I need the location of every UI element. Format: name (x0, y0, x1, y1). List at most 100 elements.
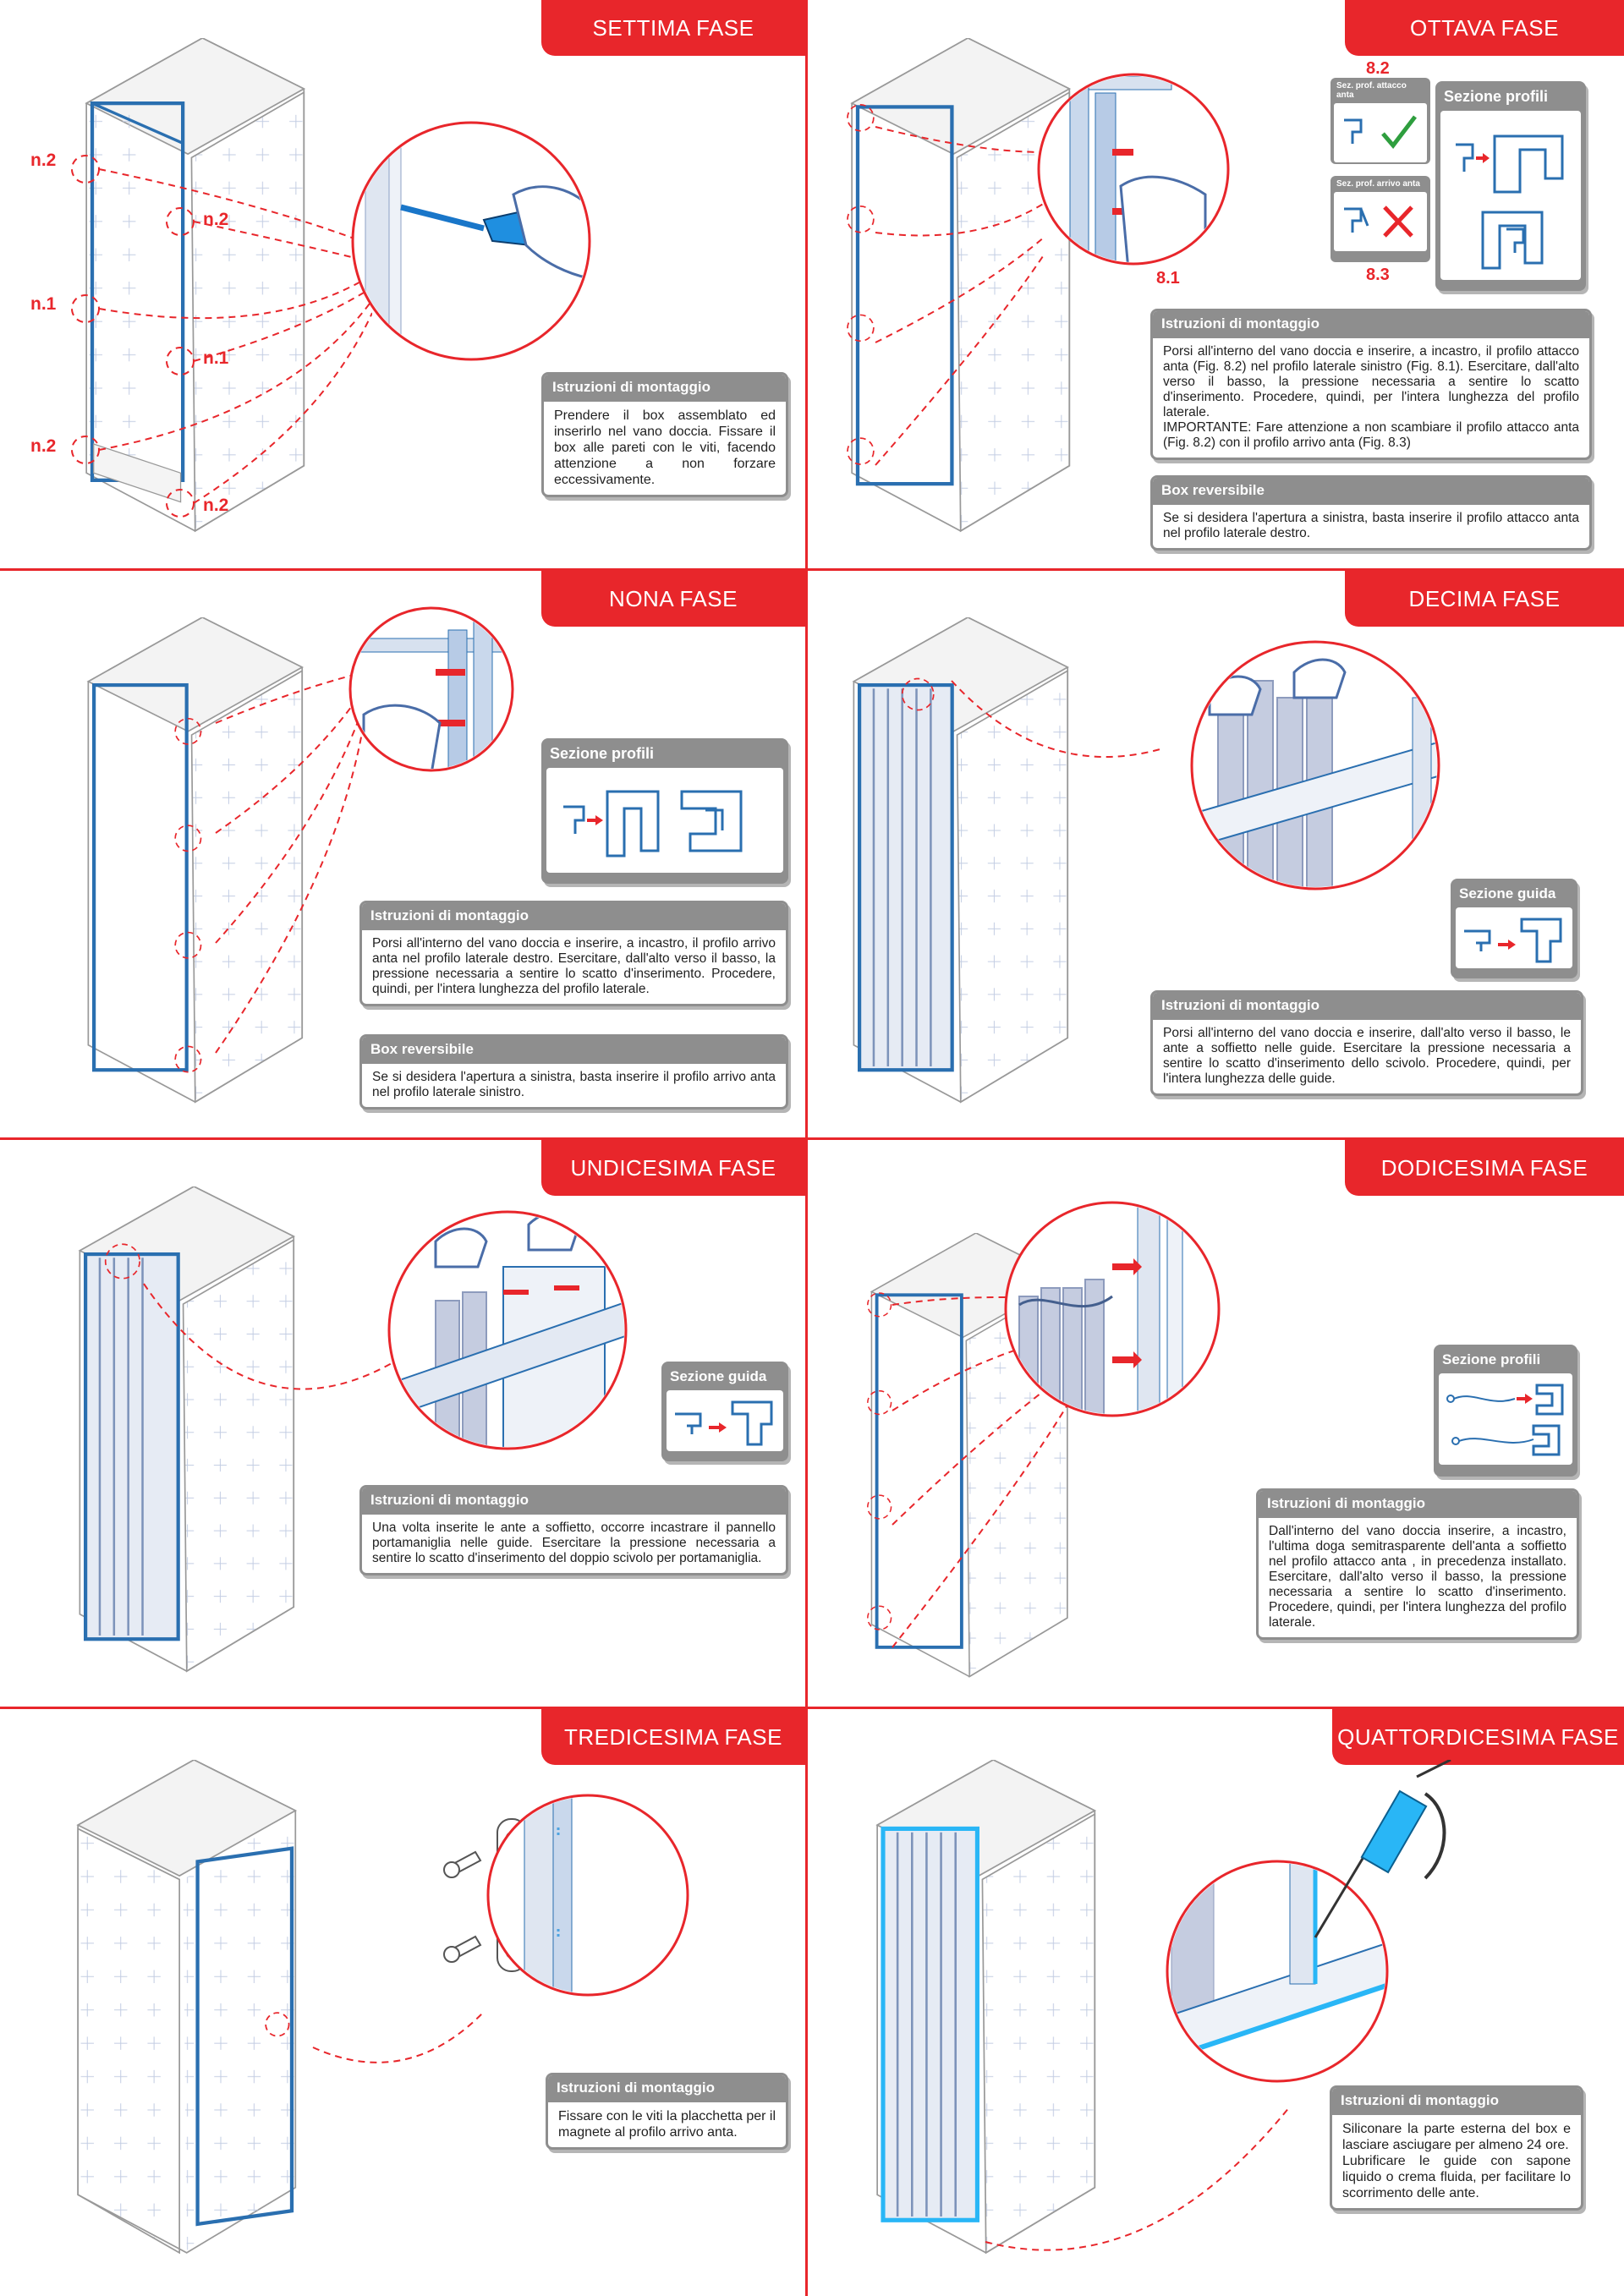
section-title: Sezione profili (1444, 88, 1549, 105)
card-image (1334, 192, 1427, 251)
panel-tredicesima-fase: TREDICESIMA FASE Istruzioni di montaggio… (0, 1709, 805, 2296)
panel-settima-fase: SETTIMA FASE n.2 n.2 n.1 n.1 n.2 n.2 (0, 0, 805, 568)
instructions-box: Istruzioni di montaggio Porsi all'intern… (359, 901, 788, 1006)
instructions-title: Istruzioni di montaggio (362, 1488, 786, 1515)
shower-box-illustration (76, 1760, 298, 2255)
card-label: Sez. prof. arrivo anta (1336, 179, 1420, 189)
reversible-text: Se si desidera l'apertura a sinistra, ba… (1163, 511, 1579, 540)
phase-title: DECIMA FASE (1345, 571, 1624, 627)
horizontal-divider (0, 1137, 1624, 1140)
instructions-text: Dall'interno del vano doccia inserire, a… (1269, 1524, 1566, 1630)
panel-undicesima-fase: UNDICESIMA FASE Sezione guida (0, 1140, 805, 1708)
panel-decima-fase: DECIMA FASE Sezione guida (808, 571, 1624, 1139)
phase-title: DODICESIMA FASE (1345, 1140, 1624, 1196)
panel-dodicesima-fase: DODICESIMA FASE (808, 1140, 1624, 1708)
section-guide: Sezione guida (1451, 879, 1577, 978)
panel-ottava-fase: OTTAVA FASE 8.1 8.2 Sez. prof. attacco a… (808, 0, 1624, 568)
section-diagram (1456, 907, 1572, 968)
section-title: Sezione profili (1442, 1351, 1541, 1367)
instructions-title: Istruzioni di montaggio (548, 2075, 786, 2102)
panel-quattordicesima-fase: QUATTORDICESIMA FASE Istruzioni (808, 1709, 1624, 2296)
horizontal-divider (0, 568, 1624, 571)
zoom-detail-silicone (1166, 1860, 1389, 2083)
instructions-text: Una volta inserite le ante a soffietto, … (372, 1521, 776, 1565)
phase-title: SETTIMA FASE (541, 0, 805, 56)
section-diagram (1439, 1373, 1572, 1465)
phase-title: OTTAVA FASE (1345, 0, 1624, 56)
zoom-detail-screwdriver (351, 121, 591, 361)
screw-label: n.2 (30, 151, 57, 170)
zoom-detail-magnet (486, 1794, 689, 1997)
phase-title: TREDICESIMA FASE (541, 1709, 805, 1765)
zoom-detail-profile (1004, 1201, 1221, 1417)
zoom-detail-profile (1037, 73, 1230, 266)
shower-box-illustration (875, 1760, 1097, 2255)
instructions-box: Istruzioni di montaggio Una volta inseri… (359, 1485, 788, 1575)
instructions-title: Istruzioni di montaggio (1259, 1491, 1577, 1518)
phase-title: UNDICESIMA FASE (541, 1140, 805, 1196)
zoom-detail-profile (348, 606, 514, 772)
phase-title: QUATTORDICESIMA FASE (1332, 1709, 1624, 1765)
callout-lines (875, 126, 1045, 466)
section-guide: Sezione guida (661, 1362, 788, 1461)
horizontal-divider (0, 1707, 1624, 1709)
instructions-text: Fissare con le viti la placchetta per il… (558, 2109, 776, 2140)
callout-lines (215, 671, 365, 1054)
section-profiles: Sezione profili (1434, 1345, 1577, 1477)
shower-box-illustration (78, 1186, 296, 1673)
reversible-title: Box reversibile (362, 1037, 786, 1064)
instructions-box: Istruzioni di montaggio Prendere il box … (541, 372, 788, 497)
section-title: Sezione guida (670, 1368, 767, 1384)
card-image (1334, 103, 1427, 162)
shower-box-illustration (85, 38, 306, 533)
instructions-box: Istruzioni di montaggio Fissare con le v… (546, 2073, 788, 2150)
screw-label: n.2 (30, 436, 57, 456)
instructions-box: Istruzioni di montaggio Porsi all'intern… (1150, 309, 1592, 460)
figure-number: 8.2 (1366, 59, 1390, 78)
reversible-box: Box reversibile Se si desidera l'apertur… (1150, 475, 1592, 551)
instructions-box: Istruzioni di montaggio Siliconare la pa… (1330, 2085, 1583, 2211)
instructions-text: Porsi all'interno del vano doccia e inse… (1163, 1026, 1571, 1086)
instructions-title: Istruzioni di montaggio (1153, 311, 1589, 338)
reversible-text: Se si desidera l'apertura a sinistra, ba… (372, 1070, 776, 1099)
screw-label: n.2 (203, 496, 229, 515)
reversible-box: Box reversibile Se si desidera l'apertur… (359, 1034, 788, 1110)
zoom-detail-panels (1190, 640, 1440, 890)
section-title: Sezione guida (1459, 885, 1556, 901)
instructions-title: Istruzioni di montaggio (1153, 993, 1581, 1020)
shower-box-illustration (86, 617, 304, 1104)
section-diagram (1440, 111, 1581, 280)
instructions-text: Porsi all'interno del vano doccia e inse… (1163, 344, 1579, 450)
section-profiles: Sezione profili (541, 738, 788, 884)
instructions-text: Porsi all'interno del vano doccia e inse… (372, 936, 776, 996)
callout-lines (951, 680, 1163, 758)
section-diagram (667, 1390, 783, 1451)
figure-number: 8.3 (1366, 266, 1390, 284)
instructions-box: Istruzioni di montaggio Porsi all'intern… (1150, 990, 1583, 1096)
instructions-text: Prendere il box assemblato ed inserirlo … (554, 408, 776, 487)
callout-lines (143, 1283, 398, 1390)
panel-nona-fase: NONA FASE Sezione profili (0, 571, 805, 1139)
card-label: Sez. prof. attacco anta (1336, 81, 1407, 100)
instructions-title: Istruzioni di montaggio (1332, 2088, 1581, 2115)
instructions-title: Istruzioni di montaggio (362, 903, 786, 930)
zoom-detail-handle-panel (387, 1210, 628, 1450)
callout-lines (71, 155, 372, 518)
reversible-title: Box reversibile (1153, 478, 1589, 505)
callout-lines (312, 2013, 483, 2063)
shower-box-illustration (852, 617, 1070, 1104)
screw-label: n.1 (30, 294, 57, 314)
instructions-text: Siliconare la parte esterna del box e la… (1342, 2122, 1571, 2200)
figure-number: 8.1 (1156, 269, 1180, 288)
phase-title: NONA FASE (541, 571, 805, 627)
shower-box-illustration (847, 38, 1072, 533)
instructions-box: Istruzioni di montaggio Dall'interno del… (1256, 1488, 1579, 1640)
silicone-gun-icon (1314, 1760, 1451, 1938)
instructions-title: Istruzioni di montaggio (544, 375, 786, 402)
section-profiles: Sezione profili (1435, 81, 1586, 291)
profile-card-wrong: Sez. prof. arrivo anta (1330, 176, 1430, 262)
vertical-divider (805, 0, 808, 2296)
profile-card-correct: Sez. prof. attacco anta (1330, 78, 1430, 164)
callout-lines (985, 2106, 1291, 2251)
section-diagram (546, 768, 783, 873)
